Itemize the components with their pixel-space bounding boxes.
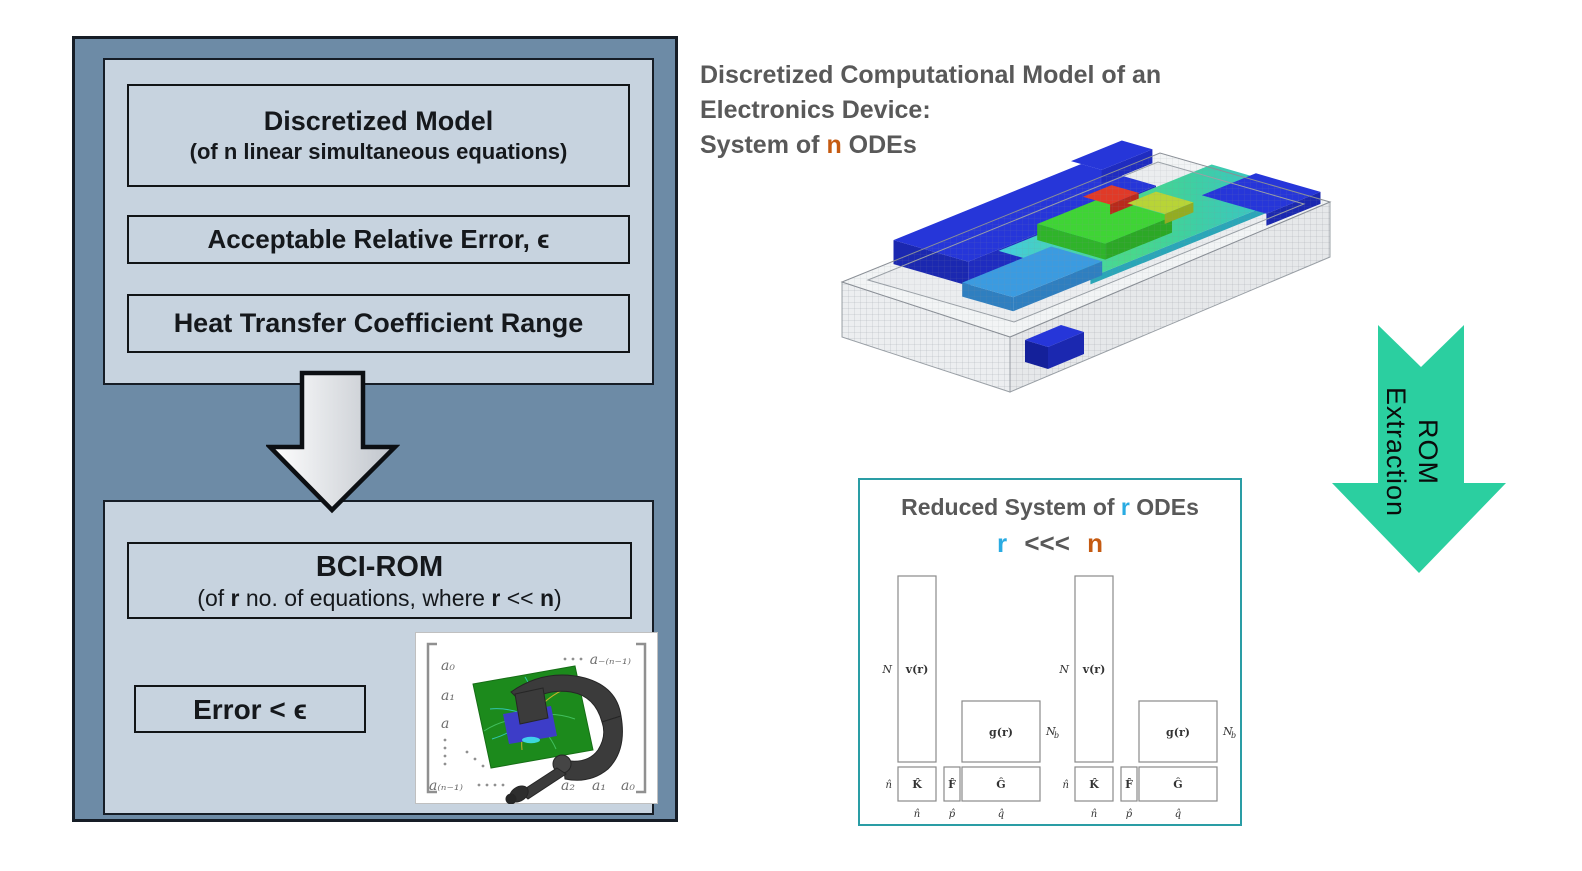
headline-line2: Electronics Device: bbox=[700, 96, 931, 124]
svg-text:v(r): v(r) bbox=[1082, 663, 1106, 676]
small-blue-cube bbox=[1025, 325, 1084, 369]
label-Nb: N bbox=[1045, 725, 1056, 738]
matrix-right-bracket bbox=[636, 642, 647, 794]
matrix-dots bbox=[443, 657, 583, 787]
svg-text:K̂: K̂ bbox=[1089, 778, 1099, 791]
matrix-K-rect bbox=[897, 766, 937, 802]
svg-text:N: N bbox=[1058, 663, 1069, 676]
reduced-matrix-diagram: N v(r) g(r) N b n̂ K̂ F̂ Ĝ n̂ p̂ q̂ N v(… bbox=[881, 575, 1236, 820]
reduced-system-title: Reduced System of r ODEs bbox=[901, 494, 1199, 520]
label-K-hat: K̂ bbox=[912, 778, 922, 791]
matrix-K-rect2 bbox=[1074, 766, 1114, 802]
matrix-label-a1b: a₁ bbox=[592, 778, 606, 794]
htc-range-label: Heat Transfer Coefficient Range bbox=[173, 307, 584, 338]
c-clamp bbox=[505, 674, 623, 804]
headline-line3: System of n ODEs bbox=[700, 131, 917, 159]
headline-line1: Discretized Computational Model of an bbox=[700, 61, 1162, 89]
matrix-F-rect2 bbox=[1120, 766, 1138, 802]
matrix-label-a0: a₀ bbox=[441, 658, 455, 674]
label-n-hat-bottom: n̂ bbox=[914, 809, 920, 820]
bcirom-subtitle: (of r no. of equations, where r << n) bbox=[197, 584, 562, 611]
matrix-compression-clamp-figure: a₀ a₁ a a₋₍ₙ₋₁₎ a₍ₙ₋₁₎ a₂ a₁ a₀ bbox=[415, 632, 658, 804]
r-much-less-than-n: r <<< n bbox=[996, 528, 1104, 558]
reduced-title-r: r bbox=[1120, 494, 1130, 520]
label-n-hat-left: n̂ bbox=[886, 780, 892, 791]
matrix-G-rect bbox=[961, 766, 1041, 802]
discretized-model-subtitle: (of n linear simultaneous equations) bbox=[189, 139, 568, 165]
vector-v-rect bbox=[897, 575, 937, 763]
error-result-label: Error < ϵ bbox=[193, 693, 307, 725]
device-mesh-model-figure bbox=[840, 140, 1332, 393]
acceptable-error-label: Acceptable Relative Error, ϵ bbox=[207, 224, 550, 255]
svg-text:b: b bbox=[1231, 731, 1236, 740]
matrix-label-a: a bbox=[441, 716, 449, 732]
label-G-hat: Ĝ bbox=[996, 777, 1005, 791]
discretized-model-title: Discretized Model bbox=[263, 106, 494, 137]
bcirom-title: BCI-ROM bbox=[315, 550, 444, 583]
matrix-label-a2: a₂ bbox=[561, 778, 575, 794]
htc-range-box: Heat Transfer Coefficient Range bbox=[127, 294, 630, 353]
matrix-label-top-right: a₋₍ₙ₋₁₎ bbox=[590, 652, 632, 668]
svg-text:q̂: q̂ bbox=[1175, 809, 1181, 820]
svg-text:F̂: F̂ bbox=[1125, 778, 1133, 791]
bcirom-box: BCI-ROM (of r no. of equations, where r … bbox=[127, 542, 632, 619]
outputs-panel: BCI-ROM (of r no. of equations, where r … bbox=[103, 500, 658, 815]
label-g-of-r: g(r) bbox=[989, 726, 1013, 739]
rom-extraction-label: ROM Extraction bbox=[1381, 386, 1443, 518]
reduced-system-panel: Reduced System of r ODEs r <<< n bbox=[858, 478, 1242, 826]
acceptable-error-box: Acceptable Relative Error, ϵ bbox=[127, 215, 630, 264]
flow-down-arrow bbox=[266, 370, 400, 514]
matrix-G-rect2 bbox=[1138, 766, 1218, 802]
matrix-g-rect bbox=[961, 700, 1041, 763]
matrix-label-bottom-left: a₍ₙ₋₁₎ bbox=[429, 778, 463, 794]
discretized-model-box: Discretized Model (of n linear simultane… bbox=[127, 84, 630, 187]
matrix-F-rect bbox=[943, 766, 961, 802]
label-v-of-r: v(r) bbox=[905, 663, 929, 676]
label-q-hat: q̂ bbox=[998, 809, 1004, 820]
svg-text:b: b bbox=[1054, 731, 1059, 740]
matrix-g-rect2 bbox=[1138, 700, 1218, 763]
svg-text:N: N bbox=[1222, 725, 1233, 738]
svg-text:Ĝ: Ĝ bbox=[1173, 777, 1182, 791]
label-N: N bbox=[881, 663, 892, 676]
right-headline: Discretized Computational Model of an El… bbox=[700, 58, 1220, 163]
clamp-hotspot-glow bbox=[522, 736, 540, 744]
svg-text:n̂: n̂ bbox=[1063, 780, 1069, 791]
rom-extraction-arrow bbox=[1332, 325, 1506, 573]
matrix-label-a1: a₁ bbox=[441, 688, 455, 704]
inputs-panel: Discretized Model (of n linear simultane… bbox=[103, 58, 654, 385]
label-p-hat: p̂ bbox=[949, 809, 956, 820]
error-result-box: Error < ϵ bbox=[134, 685, 366, 733]
label-F-hat: F̂ bbox=[948, 778, 956, 791]
vector-v-rect2 bbox=[1074, 575, 1114, 763]
headline-n: n bbox=[826, 131, 842, 159]
svg-text:p̂: p̂ bbox=[1126, 809, 1133, 820]
svg-text:n̂: n̂ bbox=[1091, 809, 1097, 820]
svg-text:g(r): g(r) bbox=[1166, 726, 1190, 739]
matrix-label-a0b: a₀ bbox=[621, 778, 635, 794]
matrix-left-bracket bbox=[426, 642, 437, 794]
